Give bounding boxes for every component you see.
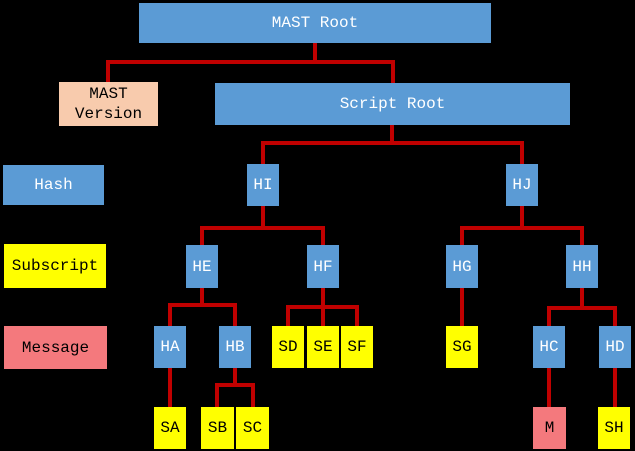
connector-line (233, 368, 237, 385)
connector-line (520, 143, 524, 164)
node-he: HE (186, 245, 218, 288)
connector-line (261, 141, 524, 145)
connector-line (200, 226, 325, 230)
node-hi: HI (247, 164, 279, 206)
connector-line (460, 226, 584, 230)
connector-line (613, 368, 617, 407)
connector-line (460, 288, 464, 326)
connector-line (251, 385, 255, 407)
node-hj: HJ (506, 164, 538, 206)
node-hb: HB (219, 326, 251, 368)
node-hg: HG (446, 245, 478, 288)
legend-message: Message (4, 326, 107, 369)
connector-line (233, 305, 237, 326)
connector-line (613, 308, 617, 326)
connector-line (460, 228, 464, 245)
connector-line (547, 368, 551, 407)
connector-line (261, 143, 265, 164)
connector-line (580, 228, 584, 245)
node-sc: SC (236, 407, 269, 449)
connector-line (215, 383, 255, 387)
connector-line (106, 62, 110, 82)
node-hf: HF (307, 245, 339, 288)
connector-line (355, 307, 359, 326)
connector-line (168, 368, 172, 407)
legend-subscript: Subscript (4, 244, 106, 288)
node-m: M (533, 407, 566, 449)
connector-line (200, 288, 204, 305)
node-script-root: Script Root (215, 83, 570, 125)
connector-line (390, 125, 394, 145)
connector-line (286, 307, 290, 326)
connector-line (286, 305, 359, 309)
connector-line (168, 305, 172, 326)
connector-line (520, 206, 524, 228)
node-sa: SA (154, 407, 186, 449)
connector-line (391, 62, 395, 83)
connector-line (313, 43, 317, 64)
connector-line (106, 60, 395, 64)
node-sb: SB (201, 407, 234, 449)
connector-line (200, 228, 204, 245)
connector-line (547, 308, 551, 326)
connector-line (547, 306, 617, 310)
node-sd: SD (272, 326, 304, 368)
connector-line (321, 228, 325, 245)
connector-line (580, 288, 584, 308)
node-hd: HD (599, 326, 631, 368)
connector-line (215, 385, 219, 407)
legend-hash: Hash (3, 165, 104, 205)
node-hc: HC (533, 326, 565, 368)
connector-line (168, 303, 237, 307)
node-sh: SH (598, 407, 630, 449)
node-sg: SG (446, 326, 478, 368)
node-se: SE (307, 326, 339, 368)
connector-line (261, 206, 265, 228)
node-sf: SF (341, 326, 373, 368)
node-mast-version: MAST Version (59, 82, 158, 126)
node-mast-root: MAST Root (139, 3, 491, 43)
node-ha: HA (154, 326, 186, 368)
node-hh: HH (566, 245, 598, 288)
